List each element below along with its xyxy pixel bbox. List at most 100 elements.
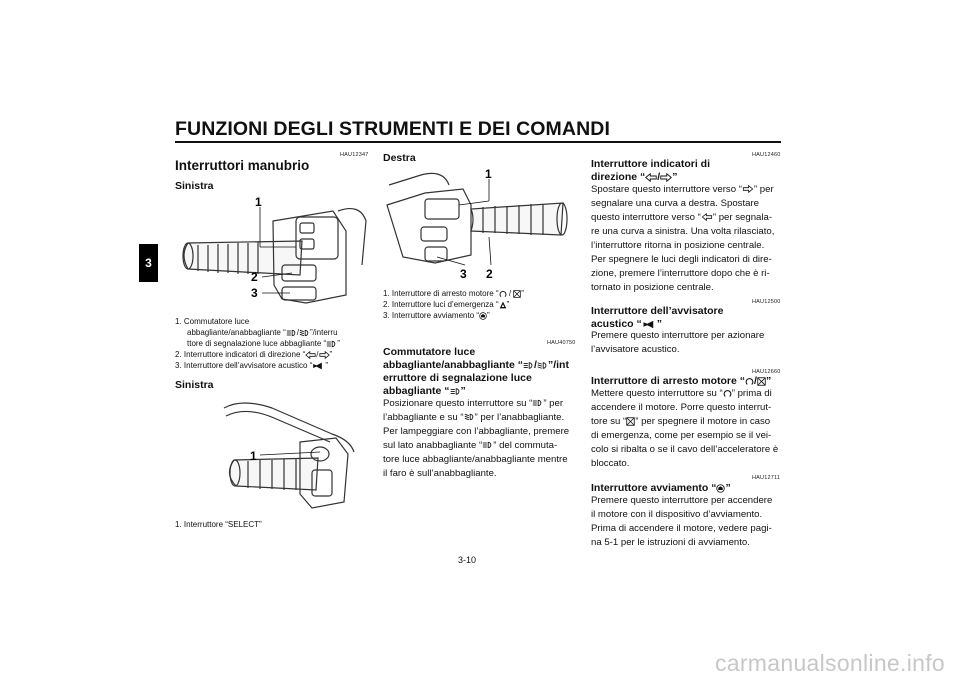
engine-stop-icon [757,377,766,386]
engine-run-icon [723,389,732,398]
body-text: Spostare questo interruttore verso “ [591,184,742,195]
heading-text: ”/int [547,359,569,371]
turn-right-icon [319,351,330,359]
body-text: ” per segnala- [712,212,773,223]
body-line: l’interruttore ritorna in posizione cent… [591,240,765,251]
heading-text: abbagliante/anabbagliante “ [383,359,524,371]
body-line: tore luce abbagliante/anabbagliante ment… [383,454,568,465]
high-beam-icon [482,441,493,449]
legend-text: abbagliante/anabbagliante “ [187,328,286,337]
heading-line: Interruttore dell’avvisatore [591,305,724,317]
engine-run-icon [745,377,754,386]
legend-item-3: 3. Interruttore avviamento “” [383,310,583,321]
heading-text: direzione “ [591,171,646,183]
horn-body: Premere questo interruttore per azionare… [591,329,783,357]
body-line: di emergenza, come per esempio se il vei… [591,430,772,441]
body-line: Premere questo interruttore per accender… [591,495,773,506]
heading-text: ” [765,375,772,387]
body-line: Posizionare questo interruttore su “ ” pe… [383,397,576,411]
subheading-right: Destra [383,152,416,164]
legend-text: ” [506,300,510,309]
right-handlebar-switch-figure: 1 3 2 [386,167,568,281]
reference-code: HAU12711 [752,475,781,481]
section-heading: Interruttori manubrio [175,158,310,173]
callout-2: 2 [251,270,258,284]
engine-stop-heading: Interruttore di arresto motore “/” [591,375,772,387]
turn-signal-body: Spostare questo interruttore verso “ ” pe… [591,183,783,295]
body-line: l’abbagliante e su “ ” per l’anabbagliant… [383,411,576,425]
turn-right-icon [742,185,754,193]
body-text: Mettere questo interruttore su “ [591,388,723,399]
high-beam-icon [450,387,461,396]
body-line: Mettere questo interruttore su “ ” prima … [591,387,783,401]
heading-text: abbagliante “ [383,385,450,397]
body-text: tore su “ [591,416,627,427]
turn-right-icon [660,173,672,182]
horn-icon [312,362,325,370]
reference-code: HAU40750 [547,340,576,346]
callout-1: 1 [250,449,257,463]
heading-line: abbagliante “ ” [383,385,583,398]
legend-text: 2. Interruttore indicatori di direzione … [175,350,306,359]
body-line: tornato in posizione centrale. [591,282,714,293]
start-icon [479,312,487,320]
watermark: carmanualsonline.info [714,650,945,676]
body-line: Spostare questo interruttore verso “” pe… [591,183,783,197]
turn-left-icon [701,213,713,221]
heading-text: ” [725,482,731,494]
legend-item-1: 1. Interruttore di arresto motore “ / ” [383,289,524,298]
heading-text: ” [672,171,678,183]
legend-text: ”/interru [309,328,338,337]
body-line: colo si ribalta o se il cavo dell’accele… [591,444,779,455]
turn-left-icon [645,173,657,182]
body-line: Per lampeggiare con l’abbagliante, preme… [383,426,570,437]
legend-text: ttore di segnalazione luce abbagliante “ [187,339,327,348]
legend-item-1: 1. Commutatore luce [175,317,250,326]
dimmer-section-heading: Commutatore luce abbagliante/anabbaglian… [383,346,583,398]
select-legend: 1. Interruttore “SELECT” [175,520,262,529]
body-text: ” per spegnere il motore in caso [635,416,771,427]
turn-signal-heading: Interruttore indicatori di direzione “/” [591,158,710,184]
body-line: Prima di accendere il motore, vedere pag… [591,523,772,534]
legend-item-1-cont: abbagliante/anabbagliante “/”/interru [187,328,338,337]
page-title: FUNZIONI DEGLI STRUMENTI E DEI COMANDI [175,118,610,140]
body-line: zione, premere l’interruttore dopo che è… [591,268,770,279]
legend-item-3: 3. Interruttore dell’avvisatore acustico… [175,360,375,371]
start-switch-body: Premere questo interruttore per accender… [591,494,783,550]
callout-1: 1 [255,195,262,209]
chapter-tab: 3 [139,244,158,282]
body-text: questo interruttore verso “ [591,212,701,223]
heading-text: Interruttore avviamento “ [591,482,717,494]
body-text: sul lato anabbagliante “ [383,440,483,451]
heading-line: acustico “” [591,318,723,331]
heading-line: Interruttore indicatori di [591,158,711,170]
engine-stop-body: Mettere questo interruttore su “ ” prima … [591,387,783,471]
subheading-left-2: Sinistra [175,379,214,391]
left-handlebar-select-figure: 1 [223,402,355,509]
high-beam-icon [286,329,297,337]
high-beam-icon [326,340,337,348]
body-line: sul lato anabbagliante “ ” del commuta- [383,439,576,453]
engine-run-icon [499,290,507,298]
body-text: l’abbagliante e su “ [383,412,464,423]
body-text: ” per [543,398,564,409]
horn-icon [642,320,657,329]
body-text: Posizionare questo interruttore su “ [383,398,533,409]
body-text: ” per l’anabbagliante. [474,412,565,423]
callout-3: 3 [251,286,258,300]
body-line: accendere il motore. Porre questo interr… [591,402,772,413]
legend-item-2: 2. Interruttore luci d’emergenza “ ” [383,299,583,310]
heading-text: ” [460,385,466,397]
heading-line: direzione “/” [591,171,678,183]
legend-text: 2. Interruttore luci d’emergenza “ [383,300,499,309]
legend-text: ” [337,339,340,348]
horn-heading: Interruttore dell’avvisatore acustico “” [591,305,723,331]
body-text: ” prima di [731,388,772,399]
heading-line: erruttore di segnalazione luce [383,372,532,384]
legend-text: 3. Interruttore dell’avvisatore acustico… [175,361,313,370]
page-number: 3-10 [458,555,477,565]
body-line: bloccato. [591,458,630,469]
legend-text: 3. Interruttore avviamento “ [383,311,480,320]
body-text: ” del commuta- [493,440,558,451]
title-rule [175,141,781,143]
